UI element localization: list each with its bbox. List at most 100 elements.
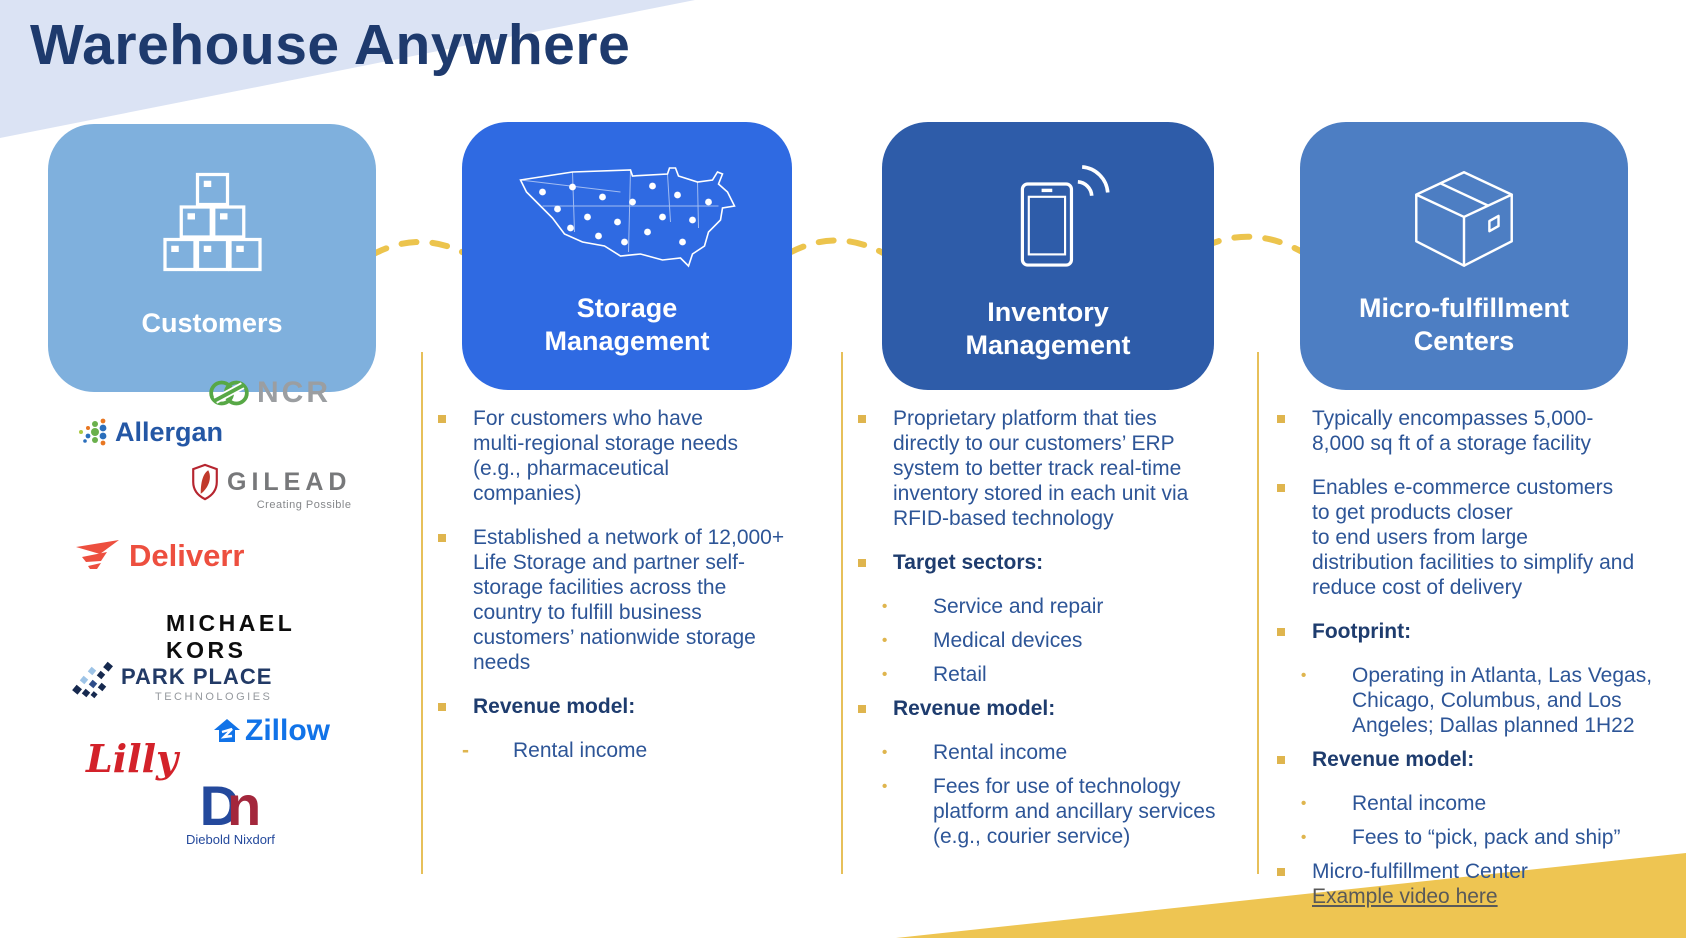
bullet-marker (858, 415, 866, 423)
bullet-text: Target sectors: (893, 550, 1044, 574)
stacked-boxes-icon (48, 162, 376, 287)
bullet-item: Revenue model: (437, 695, 802, 720)
bullet-text: Revenue model: (1312, 747, 1475, 771)
inventory-column: Proprietary platform that ties directly … (857, 407, 1235, 859)
bullet-text: Operating in Atlanta, Las Vegas, Chicago… (1352, 663, 1653, 737)
deliverr-flag-icon (76, 540, 119, 569)
diebold-nixdorf-text: Diebold Nixdorf (186, 832, 275, 847)
micro-fulfillment-box-label: Micro-fulfillment Centers (1359, 293, 1569, 357)
bullet-marker: • (882, 597, 888, 615)
bullet-text: Revenue model: (893, 696, 1056, 720)
customers-box: Customers (48, 124, 376, 392)
sub-bullet-item: • Medical devices (857, 629, 1235, 654)
page-title: Warehouse Anywhere (30, 13, 631, 77)
bullet-marker (1277, 627, 1285, 636)
bullet-marker: - (462, 738, 469, 762)
bullet-text: Enables e-commerce customers to get prod… (1312, 475, 1635, 599)
bullet-item: Established a network of 12,000+ Life St… (437, 526, 802, 676)
allergan-logo: Allergan (74, 416, 223, 448)
bullet-marker: • (1301, 794, 1307, 812)
micro-fulfillment-box: Micro-fulfillment Centers (1300, 122, 1628, 390)
bullet-text: Rental income (1352, 791, 1487, 815)
bullet-text: Rental income (933, 740, 1068, 764)
allergan-logo-text: Allergan (115, 416, 224, 447)
column-divider (841, 352, 843, 874)
phone-rfid-icon (882, 152, 1214, 280)
lilly-logo: Lilly (86, 736, 178, 781)
bullet-marker: • (882, 777, 888, 795)
bullet-item: Revenue model: (1276, 748, 1682, 773)
bullet-marker (1277, 483, 1285, 492)
sub-bullet-item: • Retail (857, 663, 1235, 688)
storage-management-box-label: Storage Management (544, 293, 710, 357)
usa-map-icon (462, 162, 792, 280)
customers-box-label: Customers (141, 308, 283, 339)
bullet-marker (1277, 867, 1285, 876)
example-video-link[interactable]: Example video here (1312, 884, 1498, 908)
sub-bullet-item: • Service and repair (857, 595, 1235, 620)
sub-bullet-item: • Fees for use of technology platform and… (857, 775, 1235, 850)
column-divider (421, 352, 423, 874)
gilead-shield-icon (192, 463, 218, 501)
bullet-marker: • (882, 631, 888, 649)
bullet-marker (1277, 755, 1285, 764)
bullet-item: Enables e-commerce customers to get prod… (1276, 476, 1682, 601)
inventory-management-box: Inventory Management (882, 122, 1214, 390)
park-place-tagline: TECHNOLOGIES (154, 691, 273, 703)
micro-fulfillment-column: Typically encompasses 5,000- 8,000 sq ft… (1276, 407, 1682, 929)
bullet-text: Rental income (513, 738, 648, 762)
bullet-text: Fees for use of technology platform and … (933, 774, 1216, 848)
bullet-marker (858, 704, 866, 713)
bullet-text: Service and repair (933, 594, 1104, 618)
bullet-text: Medical devices (933, 628, 1083, 652)
bullet-marker (438, 415, 446, 423)
bullet-text: Footprint: (1312, 619, 1412, 643)
deliverr-logo-text: Deliverr (129, 538, 245, 573)
sub-bullet-item: • Operating in Atlanta, Las Vegas, Chicag… (1276, 664, 1682, 739)
shipping-box-icon (1300, 164, 1628, 276)
sub-bullet-item: • Fees to “pick, pack and ship” (1276, 826, 1682, 851)
bullet-marker: • (1301, 666, 1307, 684)
bullet-item: For customers who have multi-regional st… (437, 407, 802, 507)
bullet-text: Retail (933, 662, 987, 686)
bullet-text: Revenue model: (473, 694, 636, 718)
bullet-text: Proprietary platform that ties directly … (893, 407, 1189, 530)
bullet-text: Typically encompasses 5,000- 8,000 sq ft… (1312, 407, 1594, 455)
gilead-logo-text: GILEAD (227, 468, 352, 496)
gilead-tagline: Creating Possible (256, 499, 352, 511)
nixdorf-n-letter: n (227, 774, 262, 837)
michael-kors-logo: MICHAEL KORS (166, 610, 378, 664)
sub-bullet-item: • Rental income (1276, 792, 1682, 817)
column-divider (1257, 352, 1259, 874)
inventory-management-box-label: Inventory Management (965, 297, 1131, 361)
storage-management-box: Storage Management (462, 122, 792, 390)
bullet-marker (438, 702, 446, 711)
customer-logos: NCR Allergan GILEAD Creating Possible (48, 370, 378, 882)
bullet-item: Footprint: (1276, 620, 1682, 645)
bullet-item: Typically encompasses 5,000- 8,000 sq ft… (1276, 407, 1682, 457)
lilly-logo-text: Lilly (86, 736, 179, 781)
sub-bullet-item: - Rental income (437, 739, 802, 764)
bullet-item: Target sectors: (857, 551, 1235, 576)
michael-kors-logo-text: MICHAEL KORS (166, 610, 295, 663)
zillow-house-icon (214, 719, 240, 742)
ncr-logo-text: NCR (257, 376, 331, 409)
bullet-text: Fees to “pick, pack and ship” (1352, 825, 1621, 849)
bullet-item: Revenue model: (857, 697, 1235, 722)
zillow-logo: Zillow (213, 714, 330, 748)
bullet-item: Proprietary platform that ties directly … (857, 407, 1235, 532)
bullet-marker: • (1301, 828, 1307, 846)
bullet-text: For customers who have multi-regional st… (473, 407, 738, 505)
park-place-logo: PARK PLACE TECHNOLOGIES (70, 658, 272, 703)
bullet-marker: • (882, 665, 888, 683)
bullet-text: Established a network of 12,000+ Life St… (473, 525, 785, 674)
deliverr-logo: Deliverr (76, 538, 244, 574)
storage-column: For customers who have multi-regional st… (437, 407, 802, 773)
ncr-icon (209, 380, 249, 406)
bullet-marker (858, 558, 866, 567)
bullet-marker (438, 533, 446, 542)
allergan-dots-icon (79, 418, 107, 446)
